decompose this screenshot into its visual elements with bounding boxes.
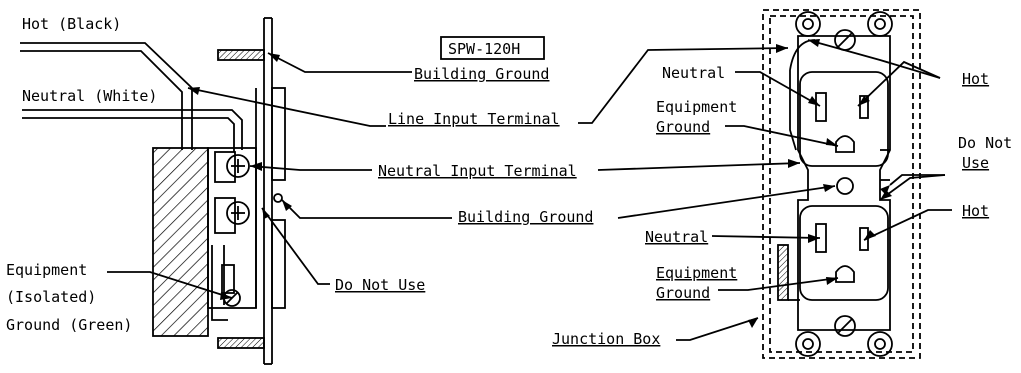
label-neutral-white: Neutral (White) bbox=[22, 87, 157, 105]
label-hot-black: Hot (Black) bbox=[22, 15, 121, 33]
hot-jumper bbox=[789, 39, 816, 151]
plate-screw-bottom bbox=[834, 315, 856, 337]
arrowheads bbox=[188, 39, 892, 328]
mounting-screw-bottom bbox=[217, 337, 265, 349]
label-neutral-input-terminal: Neutral Input Terminal bbox=[378, 162, 577, 180]
label-equipment-ground-bottom-1: Equipment bbox=[656, 264, 737, 282]
label-hot-bottom: Hot bbox=[962, 202, 989, 220]
label-equipment-ground-bottom-2: Ground bbox=[656, 284, 710, 302]
model-box bbox=[440, 36, 545, 60]
label-equipment-ground-3: Ground (Green) bbox=[6, 316, 132, 334]
label-hot-top: Hot bbox=[962, 70, 989, 88]
label-neutral-bottom: Neutral bbox=[645, 228, 708, 246]
label-neutral-top: Neutral bbox=[662, 64, 725, 82]
label-line-input-terminal: Line Input Terminal bbox=[388, 110, 560, 128]
label-building-ground-top: Building Ground bbox=[414, 65, 549, 83]
front-green-lead bbox=[777, 244, 800, 301]
label-junction-box: Junction Box bbox=[552, 330, 660, 348]
ground-terminal-screw bbox=[226, 201, 250, 225]
mounting-screw-top bbox=[217, 49, 265, 61]
neutral-terminal-screw bbox=[226, 154, 250, 178]
outlet-top bbox=[799, 71, 889, 167]
plate-screw-top bbox=[834, 29, 856, 51]
front-view bbox=[578, 9, 952, 359]
label-do-not-use-front-2: Use bbox=[962, 154, 989, 172]
label-equipment-ground-1: Equipment bbox=[6, 261, 87, 279]
label-building-ground-mid: Building Ground bbox=[458, 208, 593, 226]
outlet-bottom bbox=[799, 205, 889, 301]
label-equipment-ground-2: (Isolated) bbox=[6, 288, 96, 306]
model-label: SPW-120H bbox=[448, 40, 520, 58]
mounting-block bbox=[152, 147, 209, 337]
hot-wire bbox=[20, 42, 193, 150]
neutral-wire bbox=[22, 109, 243, 152]
receptacle-outline bbox=[797, 35, 891, 331]
label-do-not-use-front-1: Do Not bbox=[958, 134, 1012, 152]
junction-box-outline bbox=[762, 9, 921, 359]
ground-ring bbox=[273, 193, 283, 203]
mounting-strap bbox=[255, 17, 286, 365]
mounting-ears bbox=[795, 11, 893, 357]
label-do-not-use-side: Do Not Use bbox=[335, 276, 425, 294]
label-equipment-ground-top-1: Equipment bbox=[656, 98, 737, 116]
center-ground-hole bbox=[836, 177, 854, 195]
label-equipment-ground-top-2: Ground bbox=[656, 118, 710, 136]
side-view bbox=[20, 17, 452, 365]
